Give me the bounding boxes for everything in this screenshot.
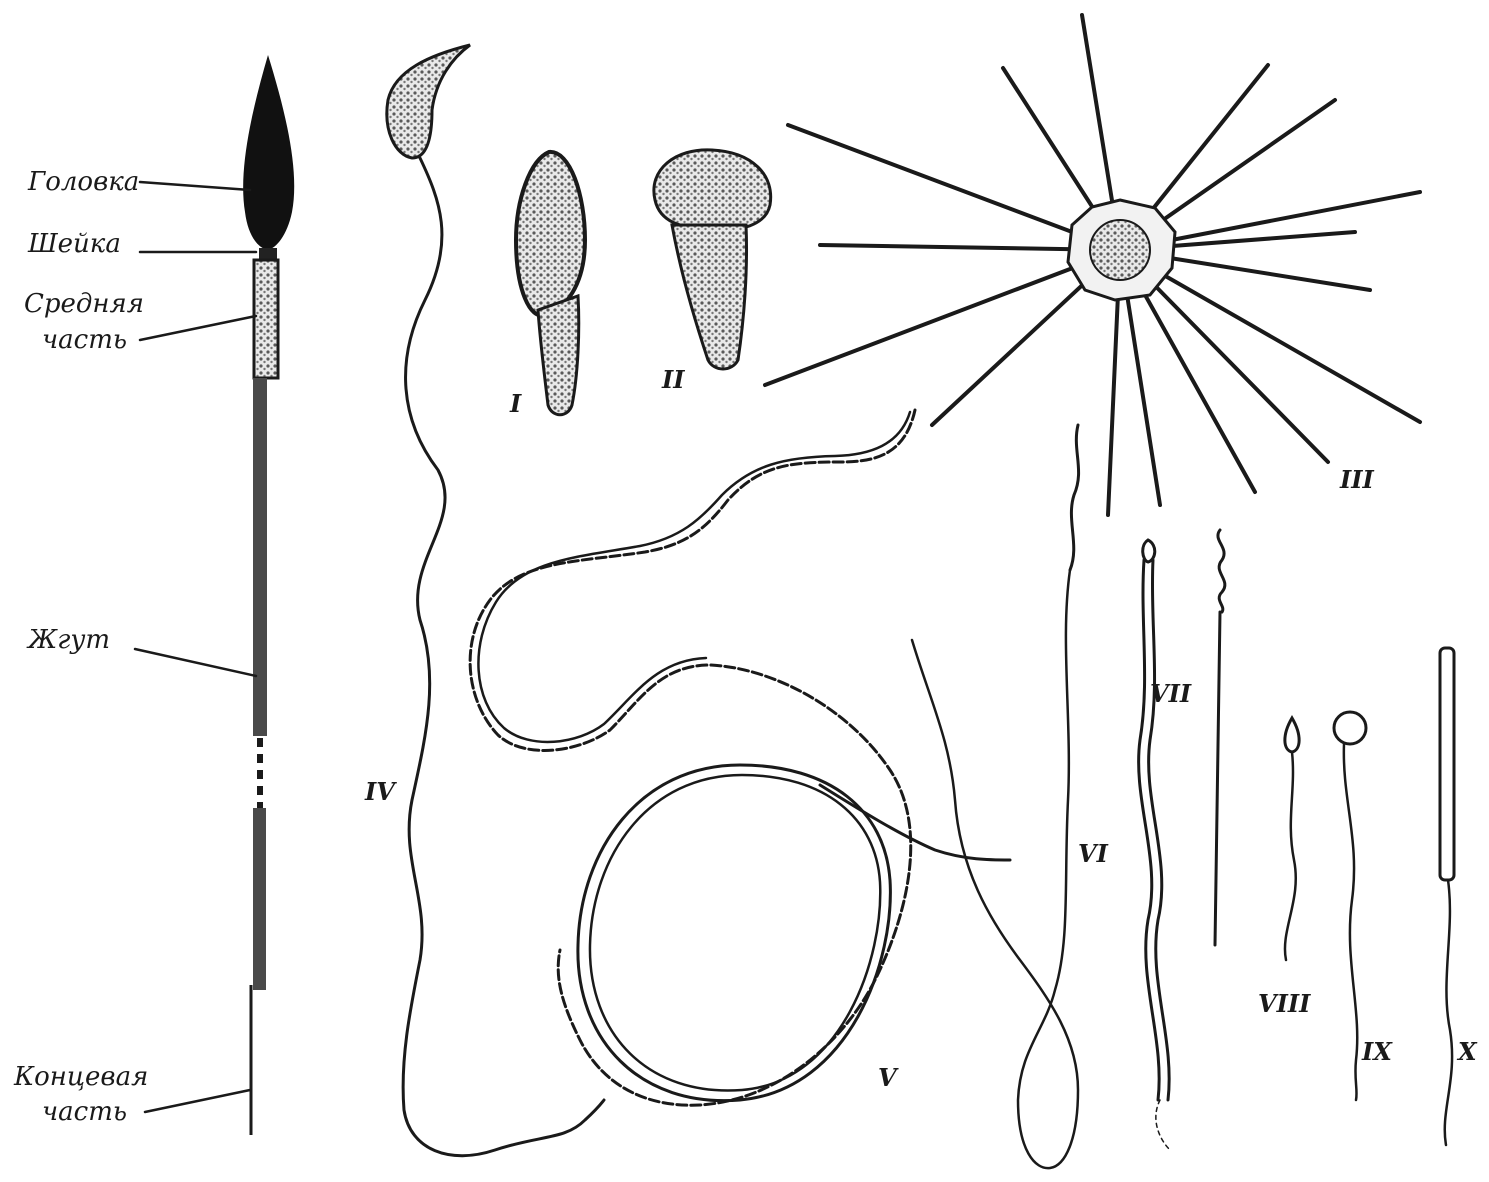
label-neck: Шейка [27,229,121,259]
main-spermatozoon [243,55,294,1135]
sperm-vi-head [1070,425,1079,570]
label-end-line1: Концевая [13,1062,148,1092]
label-end-line2: часть [42,1097,127,1127]
figure-numerals: I II III IV V VI VII VIII IX X [364,365,1478,1092]
numeral-vii: VII [1150,679,1192,708]
sperm-ii-body [672,225,747,369]
numeral-x: X [1456,1037,1478,1066]
label-flagellum: Жгут [26,625,110,655]
numeral-vi: VI [1078,839,1109,868]
leader-head [140,182,250,190]
sperm-iv-head [387,45,470,158]
label-head: Головка [27,167,139,197]
sperm-vii-body-right [1149,560,1170,1100]
numeral-v: V [878,1063,899,1092]
sperm-x [1440,648,1454,1145]
numeral-iii: III [1339,465,1374,494]
sperm-v-upper-inner [478,412,910,742]
sperm-i [516,152,585,415]
numeral-viii: VIII [1258,989,1311,1018]
sperm-iii [765,15,1420,515]
ray [765,250,1120,385]
sperm-i-body [538,296,579,415]
main-sperm-flagellum [253,378,267,736]
sperm-ix-head [1334,712,1366,744]
sperm-v [470,410,1010,1105]
numeral-iv: IV [364,777,397,806]
sperm-coiled [1215,530,1225,945]
sperm-ii-cap [654,150,771,230]
numeral-i: I [509,389,522,418]
sperm-vii-tip [1156,1100,1170,1150]
sperm-v-upper-membrane [470,410,915,1105]
numeral-ix: IX [1361,1037,1393,1066]
sperm-x-tail [1445,880,1452,1145]
leader-middle [140,316,256,340]
leader-flagellum [135,649,256,676]
sperm-vi [912,425,1079,1168]
numeral-ii: II [661,365,685,394]
sperm-x-head [1440,648,1454,880]
sperm-iii-nucleus [1090,220,1150,280]
main-sperm-head [243,55,294,250]
sperm-coiled-tail [1215,612,1220,945]
sperm-v-ring-inner [590,775,880,1091]
sperm-v-ring-outer [578,765,890,1101]
sperm-viii-tail [1285,752,1296,960]
main-sperm-middle-piece [254,260,278,378]
leader-end [145,1090,250,1112]
label-middle-line2: часть [42,325,127,355]
leader-lines [135,182,256,1112]
sperm-viii [1285,718,1299,960]
sperm-i-head [516,152,585,316]
part-labels: Головка Шейка Средняя часть Жгут Концева… [13,167,148,1127]
sperm-coiled-head [1218,530,1225,612]
label-middle-line1: Средняя [24,289,144,319]
main-sperm-flagellum-lower [253,808,266,990]
sperm-ix-tail [1344,744,1357,1100]
sperm-vii [1139,540,1170,1150]
sperm-ii [654,150,771,369]
sperm-vi-flagellum [912,570,1078,1168]
sperm-viii-head [1285,718,1299,752]
